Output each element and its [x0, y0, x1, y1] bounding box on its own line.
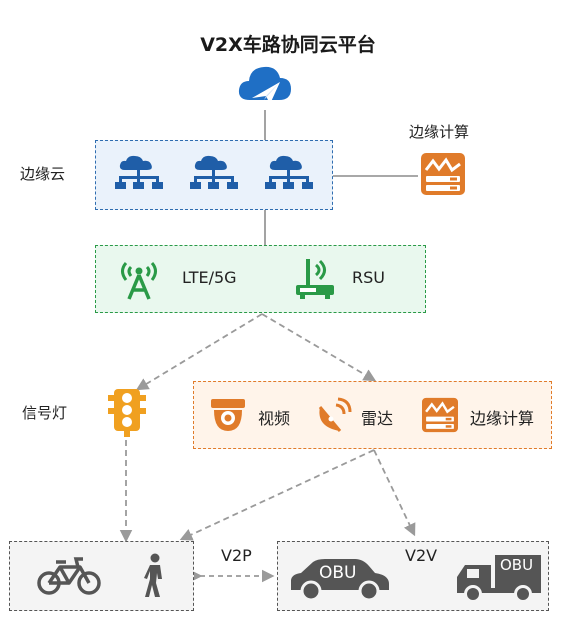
cloud-plane-icon — [238, 66, 291, 104]
radar-icon — [318, 397, 352, 432]
diagram-title: V2X车路协同云平台 — [200, 34, 376, 56]
network-icon — [190, 155, 238, 189]
network-icon — [115, 155, 163, 189]
car-icon — [291, 559, 389, 602]
network-icon — [265, 155, 313, 189]
edge-compute-icon — [422, 397, 458, 433]
radio-access-box — [95, 245, 426, 313]
antenna-icon — [121, 262, 157, 300]
camera-icon — [211, 399, 245, 431]
lte-label: LTE/5G — [182, 268, 237, 287]
video-label: 视频 — [258, 409, 291, 428]
traffic-light-icon — [108, 389, 146, 437]
bicycle-icon — [37, 557, 101, 595]
edge-compute-top-label: 边缘计算 — [409, 123, 470, 141]
edge-cloud-label: 边缘云 — [20, 165, 66, 183]
v2p-label: V2P — [221, 546, 252, 565]
edge-compute-sensor-label: 边缘计算 — [470, 409, 535, 428]
truck-icon — [457, 555, 541, 603]
arrow-radio-to-sensor — [261, 313, 377, 382]
arrow-sensor-to-vehicle — [373, 449, 416, 537]
pedestrian-icon — [144, 553, 162, 597]
rsu-label: RSU — [352, 268, 385, 287]
router-icon — [296, 259, 334, 299]
arrow-sensor-to-vru — [179, 449, 375, 541]
obu-car-label: OBU — [319, 563, 357, 583]
radar-label: 雷达 — [361, 409, 394, 428]
edge-compute-icon — [421, 153, 465, 195]
signal-light-label: 信号灯 — [22, 404, 68, 422]
v2v-label: V2V — [405, 546, 438, 565]
sensor-box — [193, 381, 552, 449]
obu-truck-label: OBU — [500, 556, 534, 574]
arrow-radio-to-signal — [135, 313, 263, 391]
